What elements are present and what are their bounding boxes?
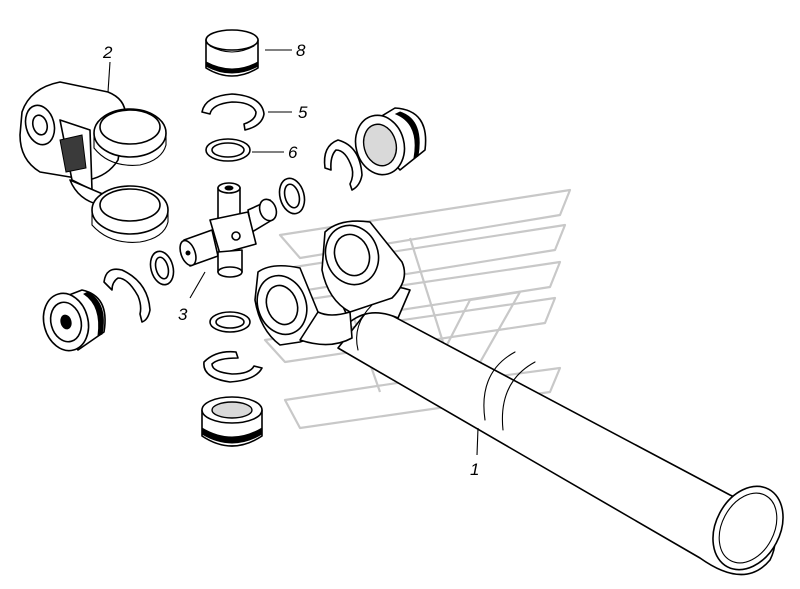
callout-yoke: 2 xyxy=(102,43,113,62)
seal-ring-right xyxy=(278,177,306,215)
callout-snap-ring: 5 xyxy=(298,103,308,122)
seal-ring-top xyxy=(205,138,251,162)
universal-joint-cross xyxy=(179,182,278,278)
snap-ring-right xyxy=(323,139,363,191)
snap-ring-left xyxy=(103,268,151,323)
bearing-cup-left xyxy=(42,289,106,352)
snap-ring-bottom xyxy=(203,350,263,383)
callout-cross: 3 xyxy=(178,305,188,324)
callout-bearing-cup: 8 xyxy=(296,41,306,60)
callout-labels: 1 2 3 5 6 8 xyxy=(102,41,479,479)
bearing-cup-bottom xyxy=(201,396,263,447)
seal-ring-left xyxy=(149,250,175,286)
flange-yoke xyxy=(19,81,169,243)
seal-ring-bottom xyxy=(209,311,251,333)
bearing-cup-top xyxy=(205,29,259,77)
callout-seal-ring: 6 xyxy=(288,143,298,162)
shaft-slip-yoke xyxy=(254,220,406,346)
callout-shaft: 1 xyxy=(470,460,479,479)
shaft-tube xyxy=(337,284,784,576)
bearing-cup-right xyxy=(354,107,427,176)
snap-ring-top xyxy=(201,93,265,131)
leader-lines xyxy=(107,49,479,456)
